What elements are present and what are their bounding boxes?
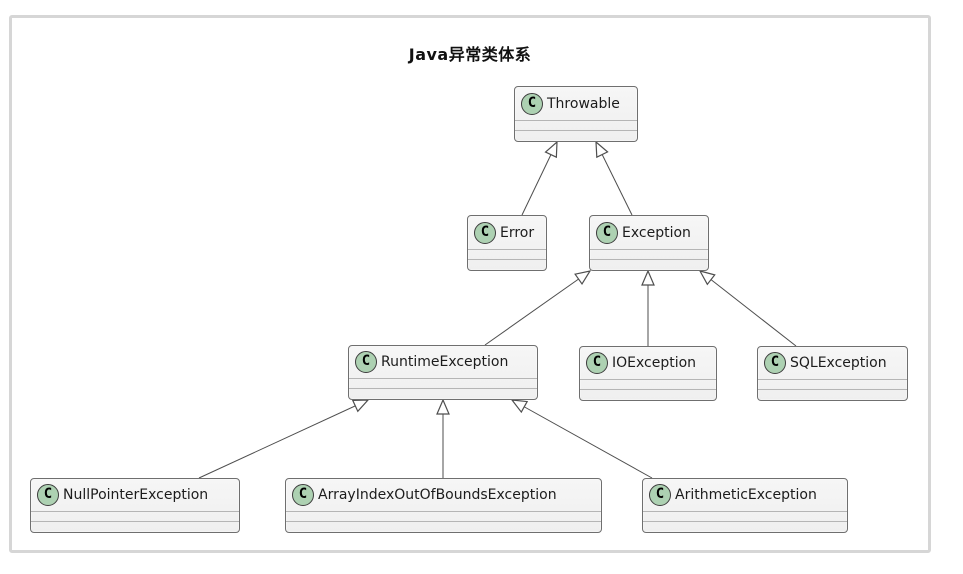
class-name-label: RuntimeException xyxy=(381,354,509,370)
class-name-label: ArrayIndexOutOfBoundsException xyxy=(318,487,557,503)
fields-compartment xyxy=(286,511,601,521)
methods-compartment xyxy=(515,130,637,141)
class-circle-icon: C xyxy=(521,92,543,115)
class-circle-icon: C xyxy=(596,221,618,244)
methods-compartment xyxy=(580,389,716,400)
class-circle-icon: C xyxy=(37,484,59,506)
class-name-label: SQLException xyxy=(790,355,887,371)
class-circle-icon: C xyxy=(474,221,496,244)
diagram-frame xyxy=(9,15,931,553)
fields-compartment xyxy=(31,511,239,521)
class-name-label: Exception xyxy=(622,224,691,241)
class-circle-icon: C xyxy=(764,352,786,374)
methods-compartment xyxy=(349,388,537,399)
class-name-label: NullPointerException xyxy=(63,487,209,503)
fields-compartment xyxy=(515,120,637,130)
class-name-label: IOException xyxy=(612,355,697,371)
methods-compartment xyxy=(31,521,239,532)
class-circle-icon: C xyxy=(586,352,608,374)
class-name-label: Error xyxy=(500,224,535,241)
fields-compartment xyxy=(468,249,546,259)
diagram-title: Java异常类体系 xyxy=(408,45,532,64)
class-name-label: Throwable xyxy=(547,95,620,112)
class-circle-icon: C xyxy=(292,484,314,506)
class-circle-icon: C xyxy=(355,351,377,373)
methods-compartment xyxy=(468,259,546,270)
fields-compartment xyxy=(580,379,716,389)
methods-compartment xyxy=(643,521,847,532)
fields-compartment xyxy=(643,511,847,521)
fields-compartment xyxy=(349,378,537,388)
fields-compartment xyxy=(758,379,907,389)
class-circle-icon: C xyxy=(649,484,671,506)
fields-compartment xyxy=(590,249,708,259)
methods-compartment xyxy=(590,259,708,270)
class-name-label: ArithmeticException xyxy=(675,487,817,503)
methods-compartment xyxy=(286,521,601,532)
methods-compartment xyxy=(758,389,907,400)
